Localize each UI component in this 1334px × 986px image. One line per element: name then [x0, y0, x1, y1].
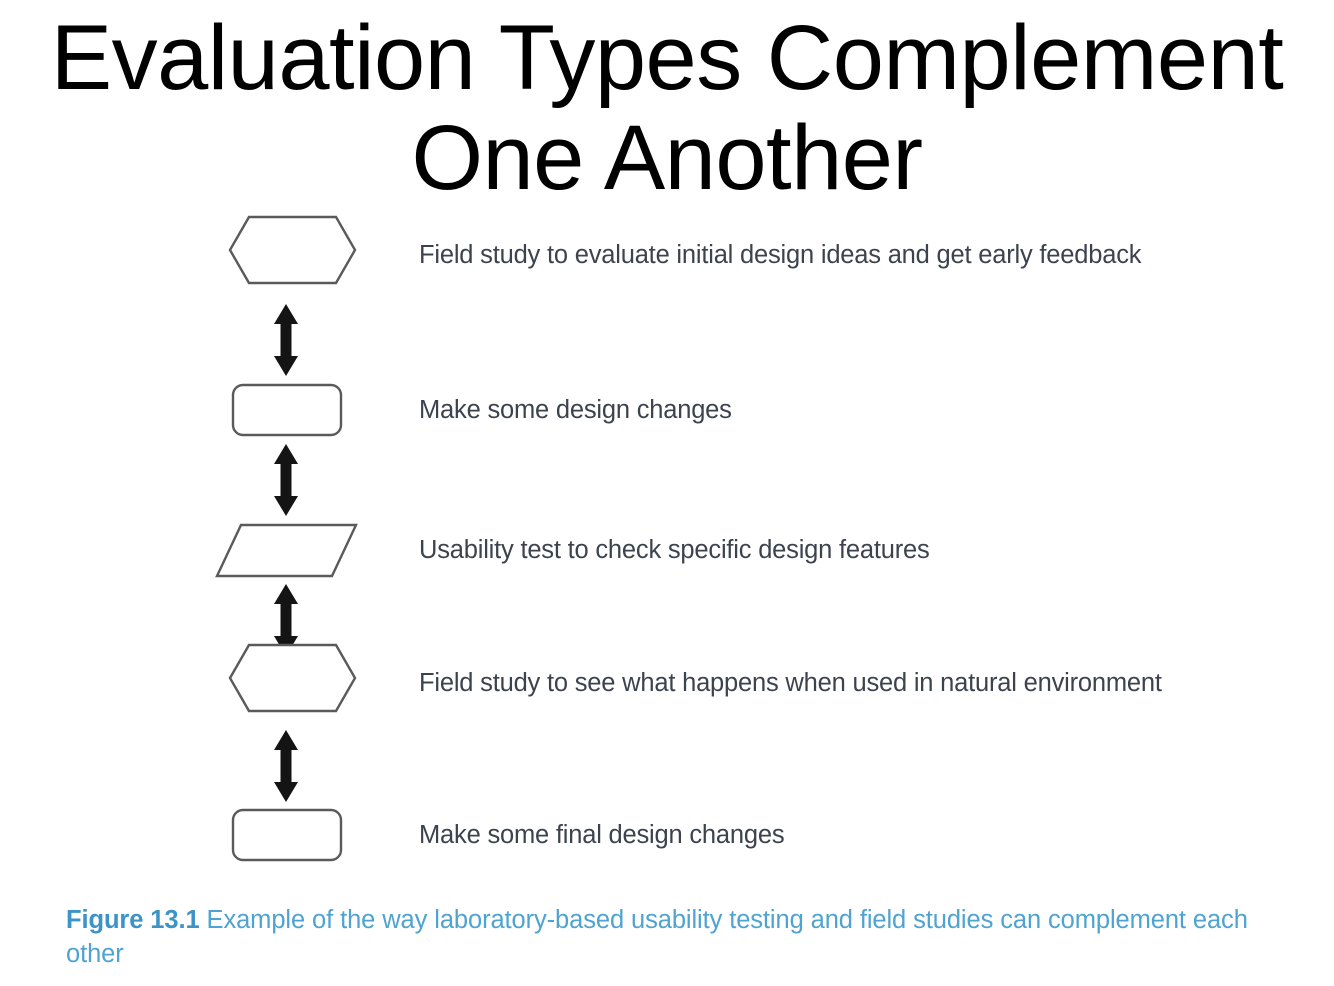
flow-step-3: Usability test to check specific design … [0, 510, 1334, 590]
figure-diagram: Field study to evaluate initial design i… [0, 215, 1334, 885]
connector-arrow-1 [205, 300, 370, 380]
figure-caption-text: Example of the way laboratory-based usab… [66, 906, 1248, 968]
shape-hexagon-2 [205, 643, 370, 723]
shape-rounded-rect-1 [205, 370, 370, 450]
shape-parallelogram-1 [205, 510, 370, 590]
flow-step-4: Field study to see what happens when use… [0, 643, 1334, 723]
page-title: Evaluation Types Complement One Another [50, 7, 1309, 209]
flow-step-5: Make some final design changes [0, 795, 1334, 875]
figure-caption-number: Figure 13.1 [66, 906, 200, 934]
flow-step-label-4: Field study to see what happens when use… [419, 669, 1162, 697]
flow-step-1: Field study to evaluate initial design i… [0, 215, 1334, 295]
flow-step-label-1: Field study to evaluate initial design i… [419, 241, 1142, 269]
connector-arrow-4 [205, 726, 370, 806]
connector-arrow-3 [205, 580, 370, 660]
connector-arrow-2 [205, 440, 370, 520]
flow-step-label-2: Make some design changes [419, 396, 732, 424]
shape-rounded-rect-2 [205, 795, 370, 875]
flow-step-2: Make some design changes [0, 370, 1334, 450]
shape-hexagon-1 [205, 215, 370, 295]
flow-step-label-5: Make some final design changes [419, 821, 785, 849]
flow-step-label-3: Usability test to check specific design … [419, 536, 930, 564]
